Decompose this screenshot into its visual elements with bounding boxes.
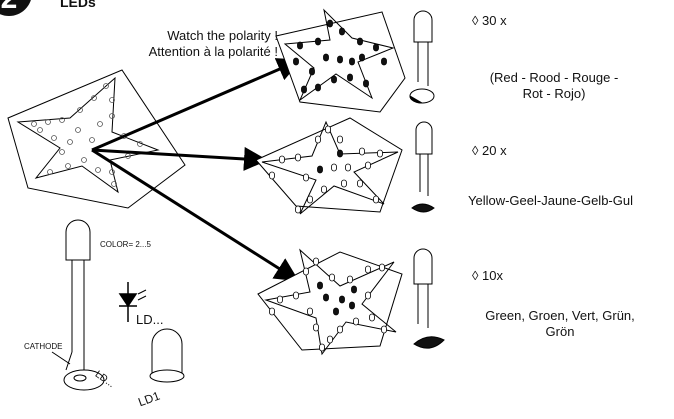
colors-green: Green, Groen, Vert, Grün, Grön [460,308,660,340]
symbol-label: LD... [136,312,164,327]
board-yellow-leds [255,117,403,215]
led-top-view [149,328,185,383]
colors-red: (Red - Rood - Rouge - Rot - Rojo) [466,70,642,102]
polarity-warning-fr: Attention à la polarité ! [148,44,278,59]
led-polarity-detail [51,219,105,391]
board-green-leds [257,248,403,356]
led-component-yellow [411,121,435,213]
colors-green-line2: Grön [545,324,575,339]
colors-yellow: Yellow-Geel-Jaune-Gelb-Gul [468,193,633,208]
qty-yellow: ◊ 20 x [472,143,507,158]
polarity-warning-en: Watch the polarity ! [167,28,278,43]
section-title: LEDs [60,0,96,10]
colors-red-line2: Rot - Rojo) [522,86,586,101]
qty-red: ◊ 30 x [472,13,507,28]
polarity-warning: Watch the polarity ! Attention à la pola… [88,28,278,60]
color-label: COLOR= 2...5 [100,240,151,249]
diode-symbol [118,282,147,322]
led-component-green [413,248,445,349]
colors-green-line1: Green, Groen, Vert, Grün, [485,308,635,323]
colors-red-line1: (Red - Rood - Rouge - [489,70,619,85]
board-red-leds [275,8,406,113]
led-component-red [409,10,435,104]
overview-board [7,69,186,209]
arrows [91,58,302,282]
cathode-label: CATHODE [24,342,63,351]
qty-green: ◊ 10x [472,268,503,283]
